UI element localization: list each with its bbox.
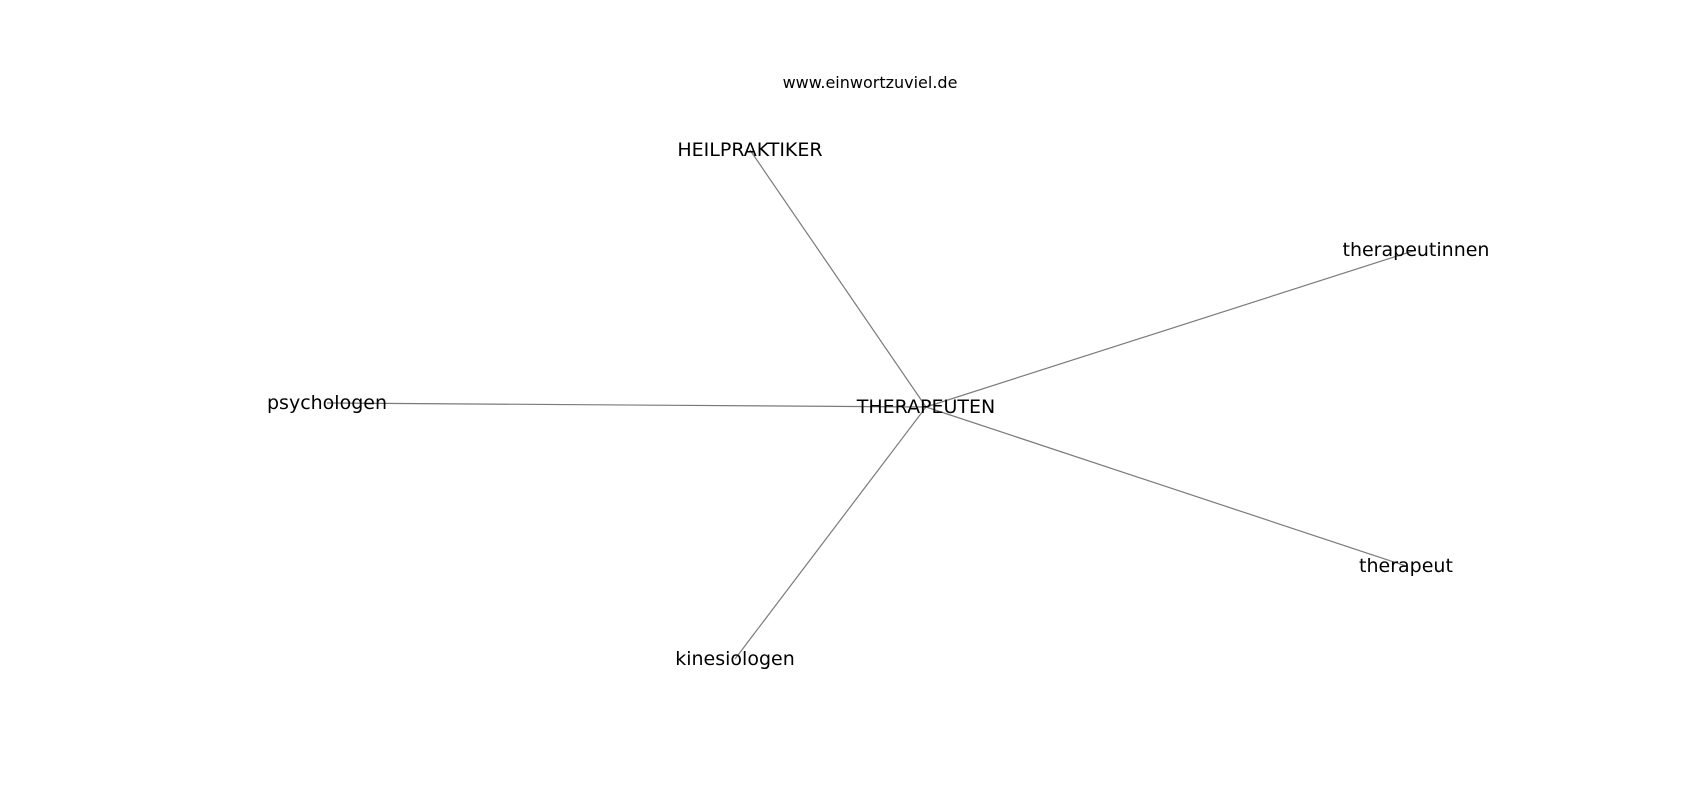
edge-center-heilpraktiker — [749, 149, 927, 408]
node-label-therapeut: therapeut — [1359, 555, 1453, 577]
edge-center-therapeut — [925, 406, 1407, 567]
edge-center-psychologen — [326, 402, 927, 408]
edge-center-therapeutinnen — [925, 249, 1417, 408]
node-label-center: THERAPEUTEN — [856, 396, 996, 418]
node-label-heilpraktiker: HEILPRAKTIKER — [677, 139, 822, 161]
site-watermark: www.einwortzuviel.de — [783, 73, 958, 92]
edges-layer — [326, 149, 1417, 660]
node-label-therapeutinnen: therapeutinnen — [1343, 239, 1490, 261]
edge-center-kinesiologen — [734, 406, 927, 660]
node-label-psychologen: psychologen — [267, 392, 387, 414]
node-label-kinesiologen: kinesiologen — [675, 648, 795, 670]
labels-layer: HEILPRAKTIKER therapeutinnen psychologen… — [267, 139, 1490, 670]
